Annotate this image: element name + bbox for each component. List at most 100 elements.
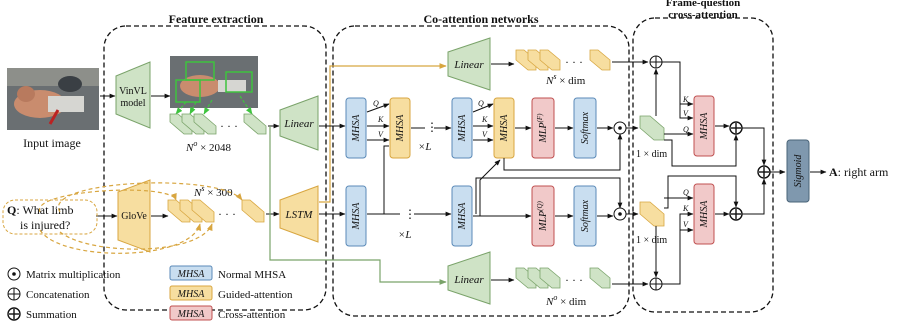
mhsa-guided-top-1: MHSA [389,97,411,159]
question-vector [639,201,665,227]
svg-text:MHSA: MHSA [699,200,710,229]
legend-sum: Summation [26,309,77,321]
dots-bottom: ⋮ [404,207,416,221]
no-dim-vectors [515,267,611,289]
feature-extraction-frame [103,25,327,311]
legend-matmul-icon [7,267,21,281]
linear-bottom-label: Linear [453,274,484,286]
ns-dim-vectors [515,49,611,71]
svg-text:Sigmoid: Sigmoid [793,154,804,188]
input-image [7,68,99,130]
mhsa-bottom-1: MHSA [345,185,367,247]
legend-concat-icon [7,287,21,301]
q-label-b: Q [478,99,484,108]
svg-text:Softmax: Softmax [580,111,591,144]
svg-text:MLP(F): MLP(F) [536,113,549,144]
mhsa-cross-top: MHSA [693,95,715,157]
svg-text:Softmax: Softmax [580,199,591,232]
svg-text:MHSA: MHSA [457,114,468,143]
legend-normal: Normal MHSA [218,269,286,281]
legend-mhsa-tag-1: MHSA [177,269,206,280]
vinvl-label-2: model [121,98,146,109]
vinvl-model-block [115,61,151,129]
lstm-block [279,185,319,243]
mhsa-bottom-2: MHSA [451,185,473,247]
svg-text:MHSA: MHSA [457,202,468,231]
q-label-d: Q [683,188,689,197]
v-label-a: V [378,130,384,139]
sum-bottom [729,207,743,221]
v-label-c: V [683,109,689,118]
legend-matmul: Matrix multiplication [26,269,121,281]
frame-vector [639,115,665,141]
dim-ns-dim: Ns × dim [545,72,586,87]
glove-block [117,179,151,253]
mhsa-top-2: MHSA [451,97,473,159]
ellipsis-obj: · · · [220,119,238,133]
mlp-q-block: MLP(Q) [531,185,555,247]
frame-question-frame [632,17,774,313]
coattention-frame [332,25,630,317]
ellipsis-word: · · · [218,207,236,221]
frame-question-title-2: cross-attention [668,9,737,21]
softmax-top-block: Softmax [573,97,597,159]
mhsa-top-1: MHSA [345,97,367,159]
legend-sum-icon [7,307,21,321]
detected-objects-image [170,56,258,108]
svg-text:MHSA: MHSA [351,114,362,143]
linear-top-block [447,37,491,91]
legend-concat: Concatenation [26,289,90,301]
k-label-d: K [682,204,689,213]
legend-cross: Cross-attention [218,309,286,321]
svg-text:MHSA: MHSA [395,114,406,143]
ellipsis-no: · · · [565,273,583,287]
k-label-c: K [682,95,689,104]
word-vectors [167,199,265,223]
matmul-top [613,121,627,135]
dim-ns-300: Ns × 300 [193,184,233,199]
linear-top-label: Linear [453,59,484,71]
svg-text:MHSA: MHSA [499,114,510,143]
k-label-a: K [377,115,384,124]
lstm-label: LSTM [285,209,314,221]
vinvl-label-1: VinVL [119,86,147,97]
coattention-title: Co-attention networks [424,12,539,26]
object-feature-vectors [169,113,267,135]
mlp-f-block: MLP(F) [531,97,555,159]
legend-guided: Guided-attention [218,289,293,301]
question-label: Q: What limb [7,203,73,217]
matmul-bottom [613,207,627,221]
legend-mhsa-tag-2: MHSA [177,289,206,300]
q-label-c: Q [683,125,689,134]
mhsa-guided-top-2: MHSA [493,97,515,159]
frame-question-title-1: Frame-question [666,0,741,9]
linear-visual-label: Linear [283,118,314,130]
sum-top [729,121,743,135]
concat-top [649,55,663,69]
times-l-top: ×L [418,141,432,153]
one-dim-bottom: 1 × dim [636,235,667,246]
times-l-bottom: ×L [398,229,412,241]
svg-text:MLP(Q): MLP(Q) [536,200,549,231]
svg-text:MHSA: MHSA [351,202,362,231]
k-label-b: K [481,115,488,124]
linear-bottom-block [447,251,491,305]
dim-no-2048: No × 2048 [185,139,232,154]
concat-bottom [649,277,663,291]
ellipsis-ns: · · · [565,55,583,69]
softmax-bottom-block: Softmax [573,185,597,247]
q-label-a: Q [373,99,379,108]
one-dim-top: 1 × dim [636,149,667,160]
linear-visual-block [279,95,319,151]
v-label-b: V [482,130,488,139]
input-image-caption: Input image [23,136,81,150]
dots-top: ⋮ [426,120,438,134]
sum-final [757,165,771,179]
answer-label: A: right arm [829,165,889,179]
legend-mhsa-tag-3: MHSA [177,309,206,320]
question-label-2: is injured? [20,218,70,232]
v-label-d: V [683,220,689,229]
glove-label: GloVe [121,211,147,222]
svg-text:MHSA: MHSA [699,112,710,141]
